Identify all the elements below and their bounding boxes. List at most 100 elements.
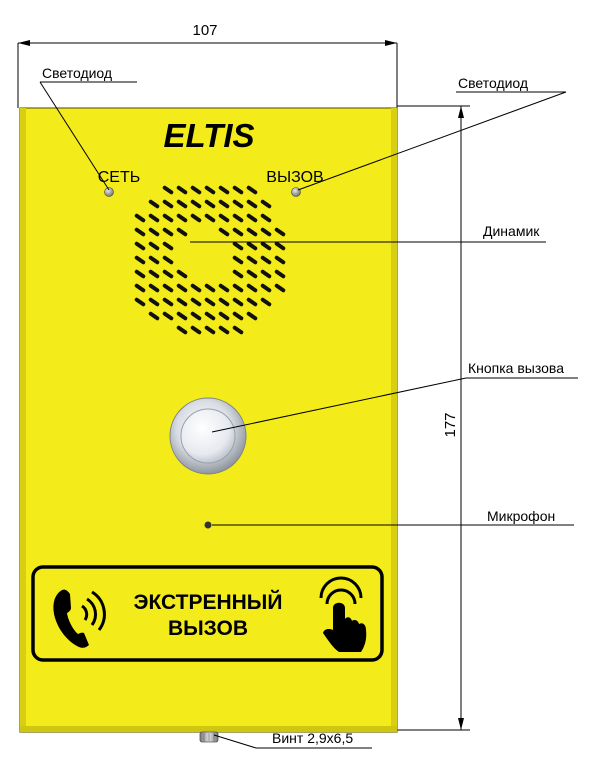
grille-slot [134,227,146,237]
grille-slot [162,297,174,307]
grille-slot [274,283,286,293]
grille-slot [260,199,272,209]
callout-call-button: Кнопка вызова [211,360,578,433]
grille-slot [232,283,244,293]
grille-slot [148,199,160,209]
grille-slot [246,255,258,265]
grille-slot [134,283,146,293]
grille-slot [218,283,230,293]
led-left-label: СЕТЬ [98,169,141,186]
grille-slot [204,311,216,321]
grille-slot [148,311,160,321]
grille-slot [232,311,244,321]
speaker-grille [134,185,286,335]
grille-slot [246,269,258,279]
microphone-hole [204,521,212,529]
grille-slot [148,213,160,223]
svg-text:Светодиод: Светодиод [458,75,528,91]
grille-slot [162,269,174,279]
grille-slot [204,283,216,293]
grille-slot [218,297,230,307]
grille-slot [176,199,188,209]
height-label: 177 [442,412,459,437]
grille-slot [232,297,244,307]
grille-slot [162,213,174,223]
svg-text:Винт 2,9х6,5: Винт 2,9х6,5 [272,730,353,746]
width-dimension: 107 [17,22,398,108]
grille-slot [162,227,174,237]
grille-slot [204,199,216,209]
grille-slot [204,213,216,223]
grille-slot [218,185,230,195]
grille-slot [274,241,286,251]
grille-slot [148,227,160,237]
hand-press-icon [319,576,367,652]
svg-text:Светодиод: Светодиод [42,65,112,81]
grille-slot [148,283,160,293]
grille-slot [134,255,146,265]
grille-slot [176,283,188,293]
grille-slot [246,311,258,321]
grille-slot [134,297,146,307]
emergency-sign: ЭКСТРЕННЫЙ ВЫЗОВ [31,565,384,662]
grille-slot [274,227,286,237]
grille-slot [246,213,258,223]
callout-led-left: Светодиод [39,65,137,191]
svg-text:Динамик: Динамик [483,223,540,239]
grille-slot [176,297,188,307]
callout-speaker: Динамик [190,223,546,243]
sign-line-2: ВЫЗОВ [168,617,248,640]
sign-line-1: ЭКСТРЕННЫЙ [134,590,283,614]
grille-slot [246,227,258,237]
grille-slot [176,311,188,321]
grille-slot [204,325,216,335]
grille-slot [162,241,174,251]
grille-slot [190,199,202,209]
grille-slot [232,241,244,251]
grille-slot [246,297,258,307]
grille-slot [246,185,258,195]
grille-slot [176,269,188,279]
grille-slot [176,185,188,195]
grille-slot [232,213,244,223]
grille-slot [190,185,202,195]
grille-slot [162,311,174,321]
grille-slot [148,269,160,279]
grille-slot [260,269,272,279]
grille-slot [162,199,174,209]
grille-slot [218,199,230,209]
grille-slot [176,325,188,335]
grille-slot [190,311,202,321]
grille-slot [274,269,286,279]
grille-slot [260,227,272,237]
grille-slot [148,255,160,265]
grille-slot [232,269,244,279]
phone-ringing-icon [53,589,106,648]
grille-slot [190,297,202,307]
svg-text:Микрофон: Микрофон [487,508,555,524]
grille-slot [260,297,272,307]
led-right-label: ВЫЗОВ [266,169,323,186]
grille-slot [134,213,146,223]
svg-text:Кнопка вызова: Кнопка вызова [468,360,564,376]
grille-slot [274,255,286,265]
screw [199,731,219,743]
callout-screw: Винт 2,9х6,5 [213,730,372,749]
grille-slot [218,311,230,321]
led-right [291,187,301,197]
grille-slot [232,185,244,195]
grille-slot [232,227,244,237]
call-button[interactable] [169,397,247,475]
height-dimension: 177 [397,105,470,731]
grille-slot [162,255,174,265]
grille-slot [260,283,272,293]
grille-slot [260,213,272,223]
grille-slot [246,283,258,293]
grille-slot [190,213,202,223]
grille-slot [232,325,244,335]
grille-slot [176,227,188,237]
width-label: 107 [192,22,217,39]
grille-slot [218,213,230,223]
